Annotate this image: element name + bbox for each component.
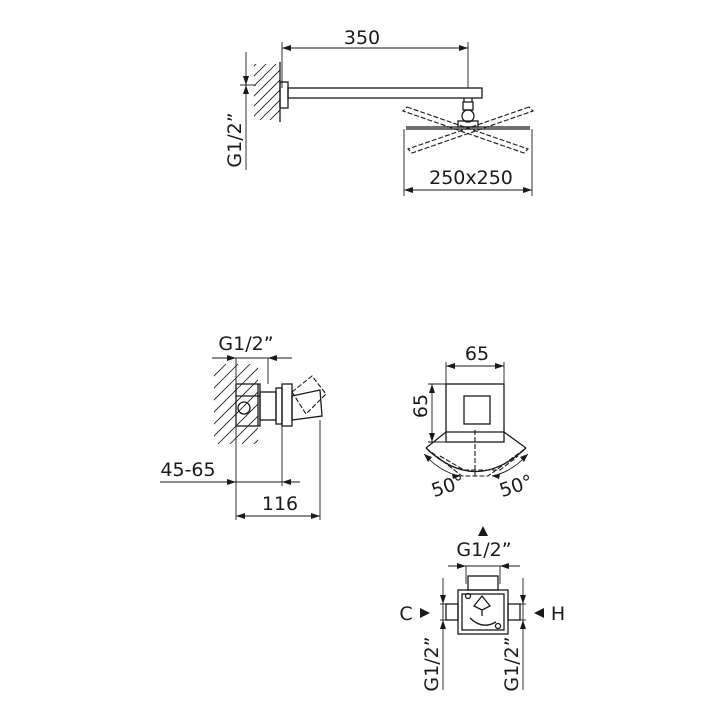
mixer-side-view: G1/2” 45-65 116 (160, 333, 327, 520)
cold-inlet-arrow-icon (420, 608, 430, 618)
angle-right-label: 50° (497, 471, 536, 502)
shower-head-size-label: 250x250 (429, 167, 513, 189)
hot-label: H (551, 603, 565, 625)
valve-body-view: G1/2” C H G1/2” G1/2” (399, 526, 565, 692)
wall-hatch-top (254, 64, 280, 120)
outlet-thread-label: G1/2” (456, 539, 511, 561)
hot-inlet-arrow-icon (534, 608, 544, 618)
right-inlet-thread-label: G1/2” (501, 636, 523, 691)
mixer-depth-range-label: 45-65 (160, 459, 215, 481)
front-width-label: 65 (465, 343, 489, 365)
arm-length-label: 350 (344, 27, 380, 49)
mixer-thread-label: G1/2” (218, 333, 273, 355)
wall-hatch-mid (214, 364, 258, 444)
outlet-arrow-icon (478, 526, 488, 536)
angle-left-label: 50° (429, 471, 468, 502)
arm-thread-label: G1/2” (224, 112, 246, 167)
mixer-front-view: 65 65 50° 50° (410, 343, 536, 502)
cold-label: C (399, 603, 412, 625)
shower-arm-view: 350 250x250 G1/2” (224, 27, 535, 196)
mixer-length-label: 116 (262, 493, 298, 515)
left-inlet-thread-label: G1/2” (421, 636, 443, 691)
front-height-label: 65 (410, 394, 432, 418)
